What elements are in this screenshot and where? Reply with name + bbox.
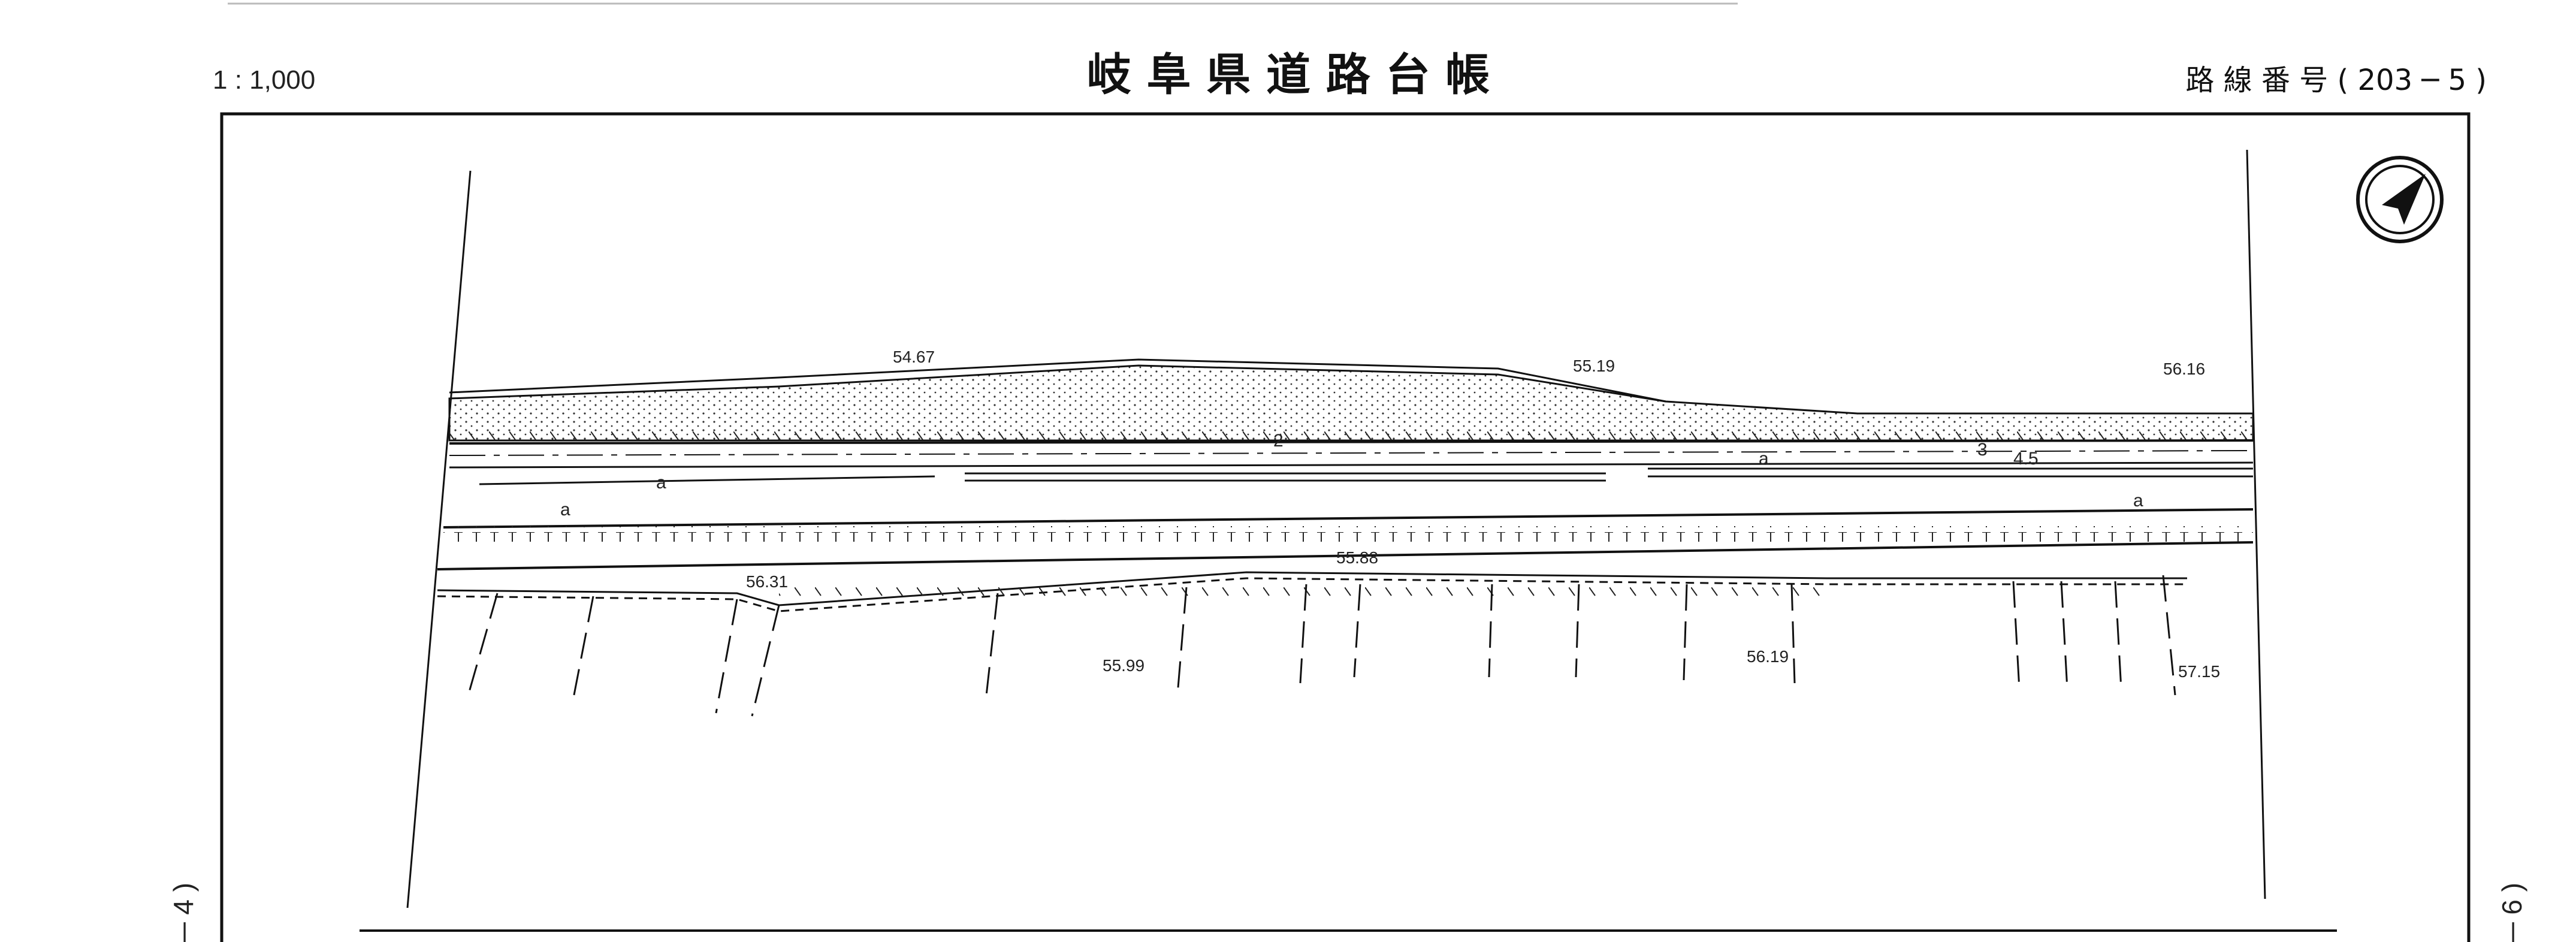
lane-mark: 2: [1273, 431, 1284, 451]
lane-mark: 4.5: [2013, 449, 2039, 469]
route-number: 路 線 番 号 ( 203 ─ 5 ): [2185, 64, 2487, 97]
elevation-label: 55.88: [1336, 548, 1378, 567]
elevation-label: 56.19: [1747, 647, 1789, 666]
lot-lines: [466, 575, 2176, 717]
right-match-line: [2246, 149, 2266, 899]
north-arrow-icon: [2356, 156, 2444, 243]
map-frame: [220, 112, 2471, 942]
sheet-title: 岐 阜 県 道 路 台 帳: [1087, 49, 1490, 101]
next-sheet-label: ─ 6 ): [2496, 883, 2527, 942]
elevation-label: 56.31: [746, 572, 788, 591]
elevation-label: 57.15: [2178, 662, 2220, 681]
elevation-label: 55.99: [1103, 656, 1144, 675]
elevation-label: 55.19: [1573, 357, 1615, 375]
lane-mark: 3: [1977, 440, 1988, 460]
roadway: [437, 439, 2254, 570]
embankment-edge: [449, 358, 1666, 403]
elevation-label: 56.16: [2163, 360, 2205, 378]
lane-mark: a: [2133, 491, 2143, 511]
lane-mark: a: [1759, 449, 1769, 469]
lane-mark: a: [560, 500, 570, 520]
lane-mark: a: [656, 473, 666, 493]
scale-label: 1 : 1,000: [213, 65, 315, 95]
frontage-hatch: [779, 587, 1828, 598]
median-ticks: [443, 526, 2253, 543]
elevation-label: 54.67: [893, 348, 935, 366]
prev-sheet-label: ─ 4 ): [168, 883, 199, 942]
left-match-line: [406, 170, 472, 908]
slope-hatch-top: [449, 428, 2253, 442]
